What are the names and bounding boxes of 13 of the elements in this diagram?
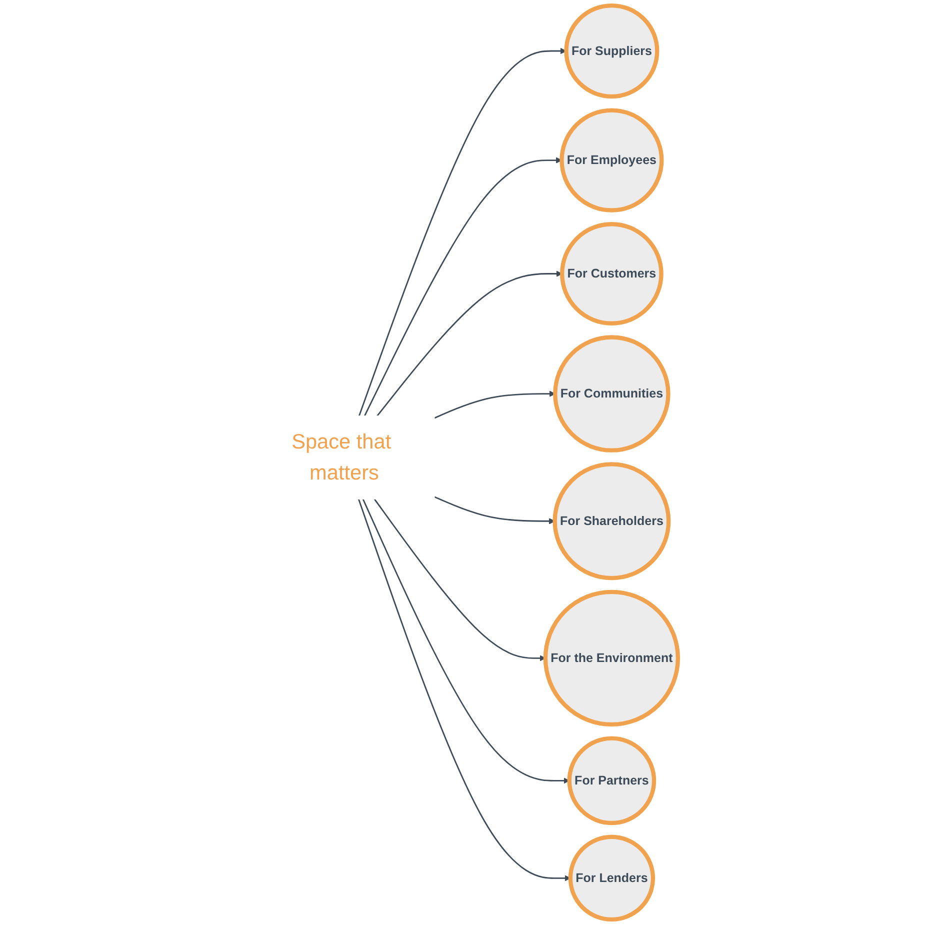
arrow — [374, 498, 546, 662]
node-circle: For Employees — [560, 108, 664, 212]
node-circle: For Communities — [553, 335, 670, 452]
node-circle: For Lenders — [568, 834, 656, 922]
node-circle: For Shareholders — [552, 462, 671, 580]
node-circle: For the Environment — [543, 590, 680, 727]
node-circle: For Partners — [567, 736, 656, 826]
node-circle: For Suppliers — [564, 3, 660, 99]
arrow — [434, 390, 556, 419]
arrow — [376, 270, 562, 416]
arrow — [364, 157, 562, 416]
node-text: Space that matters — [292, 430, 392, 485]
node-circle: For Customers — [560, 222, 664, 326]
